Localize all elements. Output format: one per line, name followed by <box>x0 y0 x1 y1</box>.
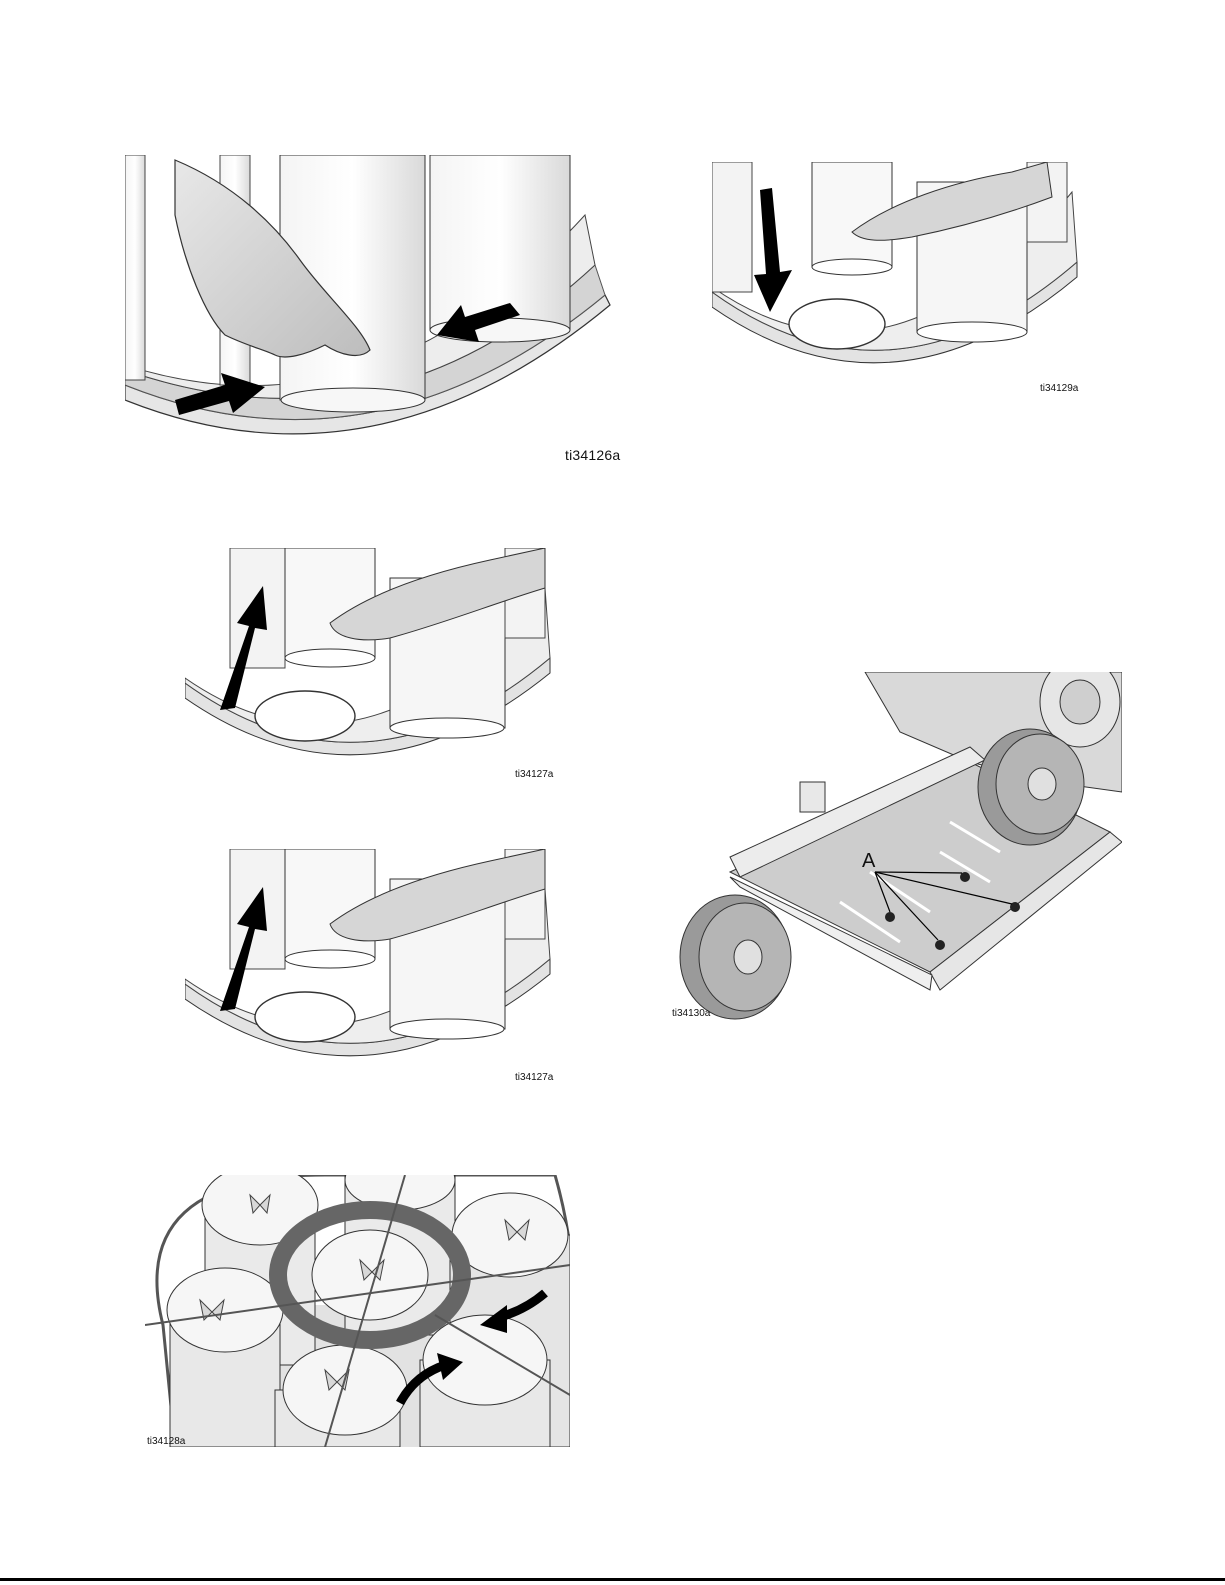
callout-a: A <box>862 850 876 873</box>
figure-label: ti34127a <box>515 769 553 780</box>
figure-cartridge-top-view <box>145 1175 570 1447</box>
figure-remove-cartridge <box>712 162 1082 382</box>
figure-1-illustration <box>125 155 615 455</box>
figure-install-cartridge <box>125 155 615 455</box>
figure-label: ti34128a <box>147 1436 185 1447</box>
footer-rule <box>0 1578 1225 1581</box>
figure-label: ti34129a <box>1040 383 1078 394</box>
figure-4-illustration <box>185 849 555 1071</box>
figure-3-illustration <box>185 548 555 770</box>
figure-label: ti34126a <box>565 447 620 463</box>
figure-5-illustration <box>670 672 1122 1022</box>
figure-lift-cartridge-2 <box>185 849 555 1071</box>
figure-cart-underside <box>670 672 1122 1022</box>
figure-label: ti34130a <box>672 1008 710 1019</box>
figure-6-illustration <box>145 1175 570 1447</box>
figure-lift-cartridge <box>185 548 555 770</box>
figure-label: ti34127a <box>515 1072 553 1083</box>
figure-2-illustration <box>712 162 1082 382</box>
